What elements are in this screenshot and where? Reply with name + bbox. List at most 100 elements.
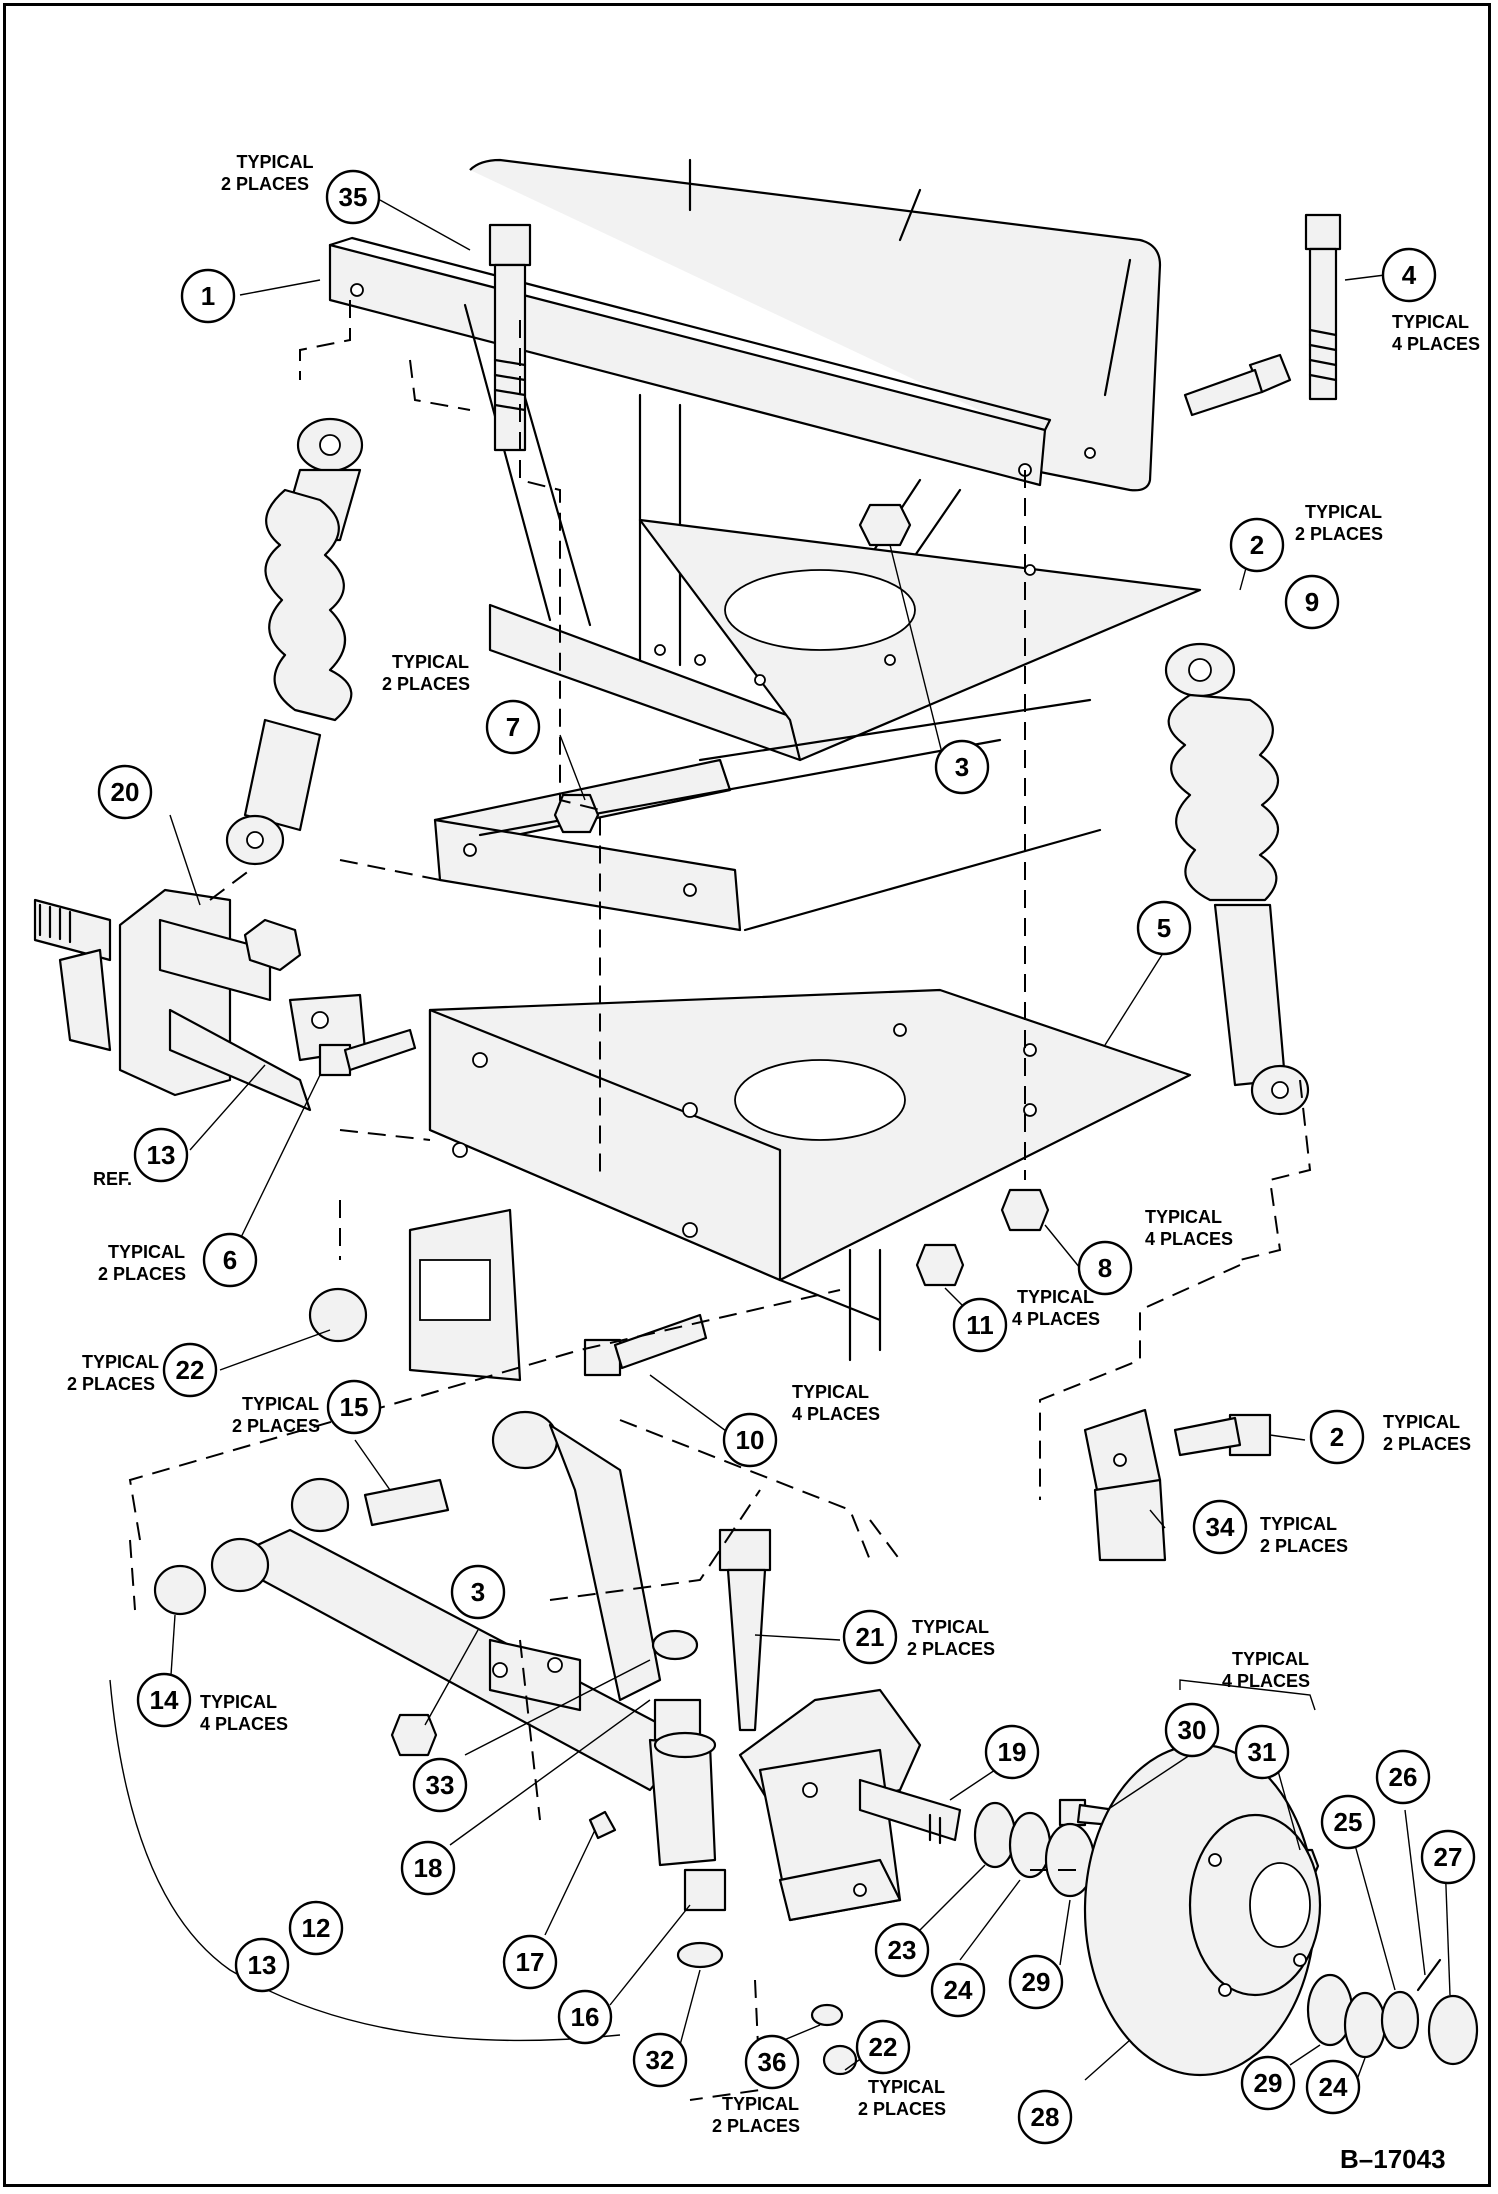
callout-34: 34 <box>1192 1499 1248 1555</box>
svg-text:TYPICAL: TYPICAL <box>1383 1412 1460 1432</box>
callout-23: 23 <box>874 1922 930 1978</box>
bushing-16 <box>683 1868 727 1912</box>
svg-text:4 PLACES: 4 PLACES <box>1222 1671 1310 1691</box>
page-border <box>3 3 1491 2187</box>
bearing-24b <box>1343 1991 1387 2059</box>
nut-22b <box>822 2044 858 2076</box>
callout-4: 4 <box>1381 247 1437 303</box>
washer-33 <box>651 1629 699 1661</box>
svg-text:2 PLACES: 2 PLACES <box>1260 1536 1348 1556</box>
callout-3b: 3 <box>450 1564 506 1620</box>
svg-text:2 PLACES: 2 PLACES <box>712 2116 800 2136</box>
callout-11: 11 <box>952 1297 1008 1353</box>
svg-text:2 PLACES: 2 PLACES <box>1295 524 1383 544</box>
washer-36 <box>810 2003 844 2027</box>
callout-13a: 13 <box>133 1127 189 1183</box>
svg-text:13: 13 <box>147 1140 176 1170</box>
svg-text:TYPICAL: TYPICAL <box>868 2077 945 2097</box>
svg-text:2 PLACES: 2 PLACES <box>907 1639 995 1659</box>
svg-text:21: 21 <box>856 1622 885 1652</box>
ref-label: REF. <box>93 1169 132 1189</box>
cotter-26 <box>1416 1958 1442 1992</box>
svg-text:TYPICAL: TYPICAL <box>1305 502 1382 522</box>
svg-text:24: 24 <box>944 1975 973 2005</box>
front-axle-mount-plate <box>408 698 1192 1382</box>
pin-15 <box>363 1478 450 1527</box>
callout-14: 14 <box>136 1672 192 1728</box>
svg-text:TYPICAL: TYPICAL <box>200 1692 277 1712</box>
svg-text:12: 12 <box>302 1913 331 1943</box>
callout-17: 17 <box>502 1934 558 1990</box>
svg-text:4 PLACES: 4 PLACES <box>792 1404 880 1424</box>
svg-text:10: 10 <box>736 1425 765 1455</box>
callout-5: 5 <box>1136 900 1192 956</box>
svg-text:2 PLACES: 2 PLACES <box>67 1374 155 1394</box>
callout-10: 10 <box>722 1412 778 1468</box>
callout-20: 20 <box>97 764 153 820</box>
svg-text:4 PLACES: 4 PLACES <box>1145 1229 1233 1249</box>
svg-text:TYPICAL: TYPICAL <box>912 1617 989 1637</box>
svg-text:TYPICAL: TYPICAL <box>792 1382 869 1402</box>
svg-text:TYPICAL: TYPICAL <box>242 1394 319 1414</box>
hub-and-bearings <box>973 1743 1479 2077</box>
svg-text:TYPICAL: TYPICAL <box>722 2094 799 2114</box>
svg-text:34: 34 <box>1206 1512 1235 1542</box>
callout-35: 35 <box>325 169 381 225</box>
bearing-24a <box>1008 1811 1052 1879</box>
svg-text:13: 13 <box>248 1950 277 1980</box>
callout-7: 7 <box>485 699 541 755</box>
right-shock-absorber <box>1164 642 1310 1116</box>
svg-text:15: 15 <box>340 1392 369 1422</box>
svg-text:17: 17 <box>516 1947 545 1977</box>
callout-9: 9 <box>1284 574 1340 630</box>
fitting-17 <box>588 1810 617 1840</box>
callout-13b: 13 <box>234 1937 290 1993</box>
svg-text:28: 28 <box>1031 2102 1060 2132</box>
svg-text:2: 2 <box>1250 530 1264 560</box>
nut-22a <box>308 1287 368 1343</box>
svg-text:2 PLACES: 2 PLACES <box>232 1416 320 1436</box>
callout-28: 28 <box>1017 2089 1073 2145</box>
svg-text:33: 33 <box>426 1770 455 1800</box>
callout-15: 15 <box>326 1379 382 1435</box>
svg-text:TYPICAL: TYPICAL <box>236 152 313 172</box>
nut-11 <box>915 1243 965 1287</box>
svg-text:22: 22 <box>869 2032 898 2062</box>
svg-text:19: 19 <box>998 1737 1027 1767</box>
bushing-14 <box>153 1564 207 1616</box>
svg-text:TYPICAL: TYPICAL <box>1017 1287 1094 1307</box>
nut-3b <box>390 1713 438 1757</box>
left-shock-absorber <box>225 417 364 866</box>
callout-19: 19 <box>984 1724 1040 1780</box>
svg-text:2 PLACES: 2 PLACES <box>858 2099 946 2119</box>
svg-text:6: 6 <box>223 1245 237 1275</box>
callout-22b: 22 <box>855 2019 911 2075</box>
svg-text:TYPICAL: TYPICAL <box>392 652 469 672</box>
svg-text:16: 16 <box>571 2002 600 2032</box>
svg-text:31: 31 <box>1248 1737 1277 1767</box>
callout-29a: 29 <box>1008 1954 1064 2010</box>
svg-text:TYPICAL: TYPICAL <box>1260 1514 1337 1534</box>
bolt-4 <box>1304 213 1342 401</box>
nut-7 <box>553 793 600 834</box>
svg-text:7: 7 <box>506 712 520 742</box>
bolt-35 <box>488 223 532 452</box>
svg-text:26: 26 <box>1389 1762 1418 1792</box>
callouts: 35 1 4 2 9 3 7 20 5 13 6 8 11 22 15 10 2… <box>97 169 1476 2145</box>
washer-32 <box>676 1941 724 1969</box>
callout-31: 31 <box>1234 1724 1290 1780</box>
svg-text:35: 35 <box>339 182 368 212</box>
svg-text:20: 20 <box>111 777 140 807</box>
callout-3a: 3 <box>934 739 990 795</box>
